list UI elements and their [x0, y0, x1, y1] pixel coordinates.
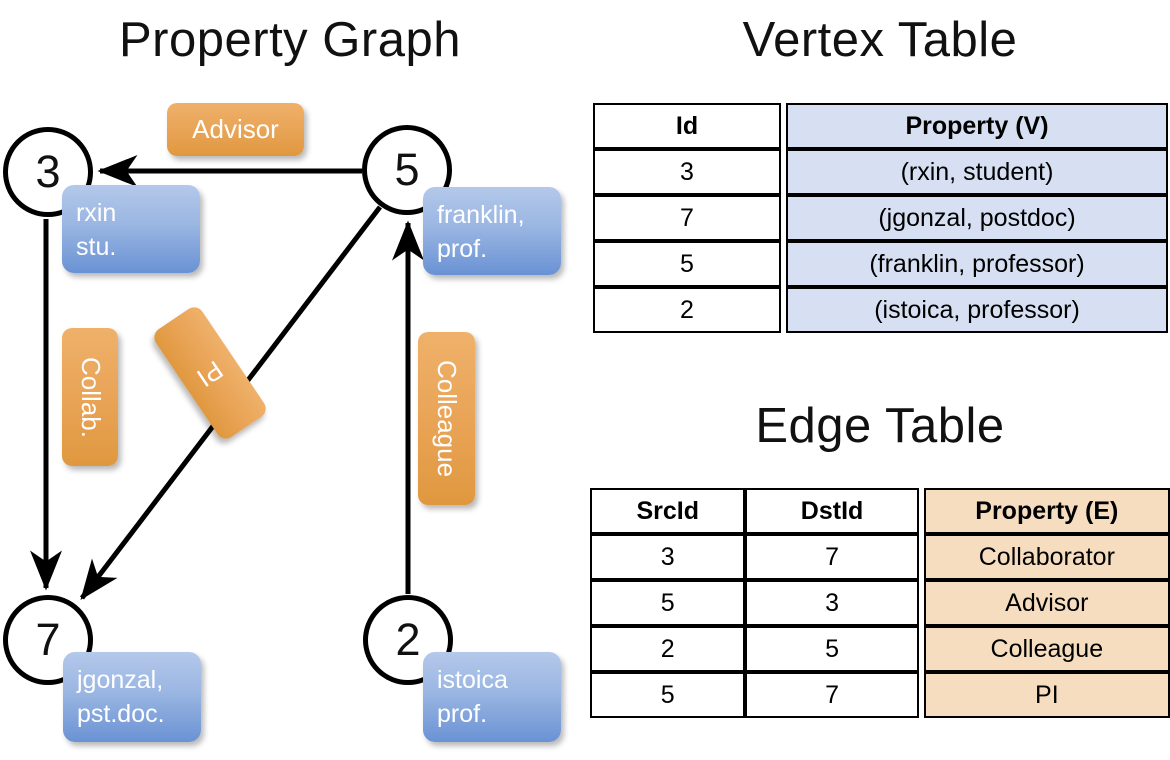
edge-label-colleague-text: Colleague: [432, 359, 462, 478]
node-7-property-line2: pst.doc.: [77, 699, 165, 728]
node-2-label: 2: [395, 614, 421, 665]
table-row: 7 (jgonzal, postdoc): [593, 195, 1168, 241]
table-row: 3 7 Collaborator: [590, 534, 1170, 580]
node-3-property-line2: stu.: [76, 232, 117, 261]
edge-cell-srcid: 3: [590, 534, 746, 580]
vertex-cell-property: (franklin, professor): [786, 241, 1168, 287]
page-title-vertex-table: Vertex Table: [742, 13, 1018, 67]
node-3-property-box: rxin stu.: [62, 185, 200, 273]
node-2[interactable]: 2: [363, 595, 453, 685]
edge-cell-property: Collaborator: [923, 534, 1170, 580]
vertex-header-id: Id: [593, 103, 781, 149]
column-gap: [918, 626, 924, 672]
edge-cell-srcid: 2: [590, 626, 746, 672]
edge-cell-dstid: 3: [745, 580, 919, 626]
edge-header-dstid: DstId: [745, 488, 919, 534]
table-row: 2 (istoica, professor): [593, 287, 1168, 333]
column-gap: [781, 103, 786, 149]
edge-label-collab: Collab.: [62, 328, 118, 466]
table-row: 2 5 Colleague: [590, 626, 1170, 672]
vertex-cell-id: 3: [593, 149, 781, 195]
edge-label-advisor-text: Advisor: [192, 114, 279, 144]
column-gap: [918, 534, 924, 580]
table-row: 5 (franklin, professor): [593, 241, 1168, 287]
vertex-cell-property: (jgonzal, postdoc): [786, 195, 1168, 241]
edge-cell-property: PI: [923, 672, 1170, 718]
vertex-table: Id Property (V) 3 (rxin, student) 7 (jgo…: [593, 103, 1168, 333]
node-5-label: 5: [394, 144, 420, 195]
table-row: 5 7 PI: [590, 672, 1170, 718]
table-row: 5 3 Advisor: [590, 580, 1170, 626]
node-5-property-line2: prof.: [437, 234, 488, 263]
node-5-property-box: franklin, prof.: [423, 187, 561, 275]
column-gap: [781, 195, 786, 241]
edge-cell-dstid: 7: [745, 672, 919, 718]
edge-cell-property: Advisor: [923, 580, 1170, 626]
node-2-property-line1: istoica: [437, 666, 508, 694]
node-7-label: 7: [35, 614, 61, 665]
node-7-property-box: jgonzal, pst.doc.: [63, 652, 201, 742]
property-graph-panel: Property Graph 3 5 7 2 rxin stu. frankli…: [0, 0, 580, 760]
vertex-cell-property: (rxin, student): [786, 149, 1168, 195]
edge-cell-property: Colleague: [923, 626, 1170, 672]
column-gap: [918, 580, 924, 626]
node-7-property-line1: jgonzal,: [77, 666, 164, 694]
edge-cell-srcid: 5: [590, 580, 746, 626]
vertex-cell-id: 7: [593, 195, 781, 241]
table-header-row: SrcId DstId Property (E): [590, 488, 1170, 534]
vertex-cell-id: 5: [593, 241, 781, 287]
node-5-property-line1: franklin,: [437, 201, 525, 229]
edge-header-property: Property (E): [923, 488, 1170, 534]
edge-label-colleague: Colleague: [418, 332, 475, 505]
column-gap: [918, 488, 924, 534]
column-gap: [918, 672, 924, 718]
node-2-property-box: istoica prof.: [423, 652, 561, 742]
edge-label-collab-text: Collab.: [75, 356, 106, 438]
edge-cell-srcid: 5: [590, 672, 746, 718]
column-gap: [781, 287, 786, 333]
column-gap: [781, 241, 786, 287]
vertex-cell-property: (istoica, professor): [786, 287, 1168, 333]
page-title-property-graph: Property Graph: [119, 13, 461, 67]
node-3-label: 3: [35, 146, 61, 197]
edge-label-advisor: Advisor: [167, 103, 304, 156]
vertex-cell-id: 2: [593, 287, 781, 333]
table-header-row: Id Property (V): [593, 103, 1168, 149]
column-gap: [781, 149, 786, 195]
node-2-property-line2: prof.: [437, 699, 488, 728]
edge-cell-dstid: 5: [745, 626, 919, 672]
edge-cell-dstid: 7: [745, 534, 919, 580]
table-row: 3 (rxin, student): [593, 149, 1168, 195]
vertex-header-property: Property (V): [786, 103, 1168, 149]
page-title-edge-table: Edge Table: [755, 399, 1005, 453]
node-5[interactable]: 5: [362, 125, 452, 215]
edge-table: SrcId DstId Property (E) 3 7 Collaborato…: [590, 488, 1170, 718]
edge-header-srcid: SrcId: [590, 488, 746, 534]
edge-label-pi-text: PI: [191, 354, 229, 393]
node-3-property-line1: rxin: [76, 199, 117, 227]
